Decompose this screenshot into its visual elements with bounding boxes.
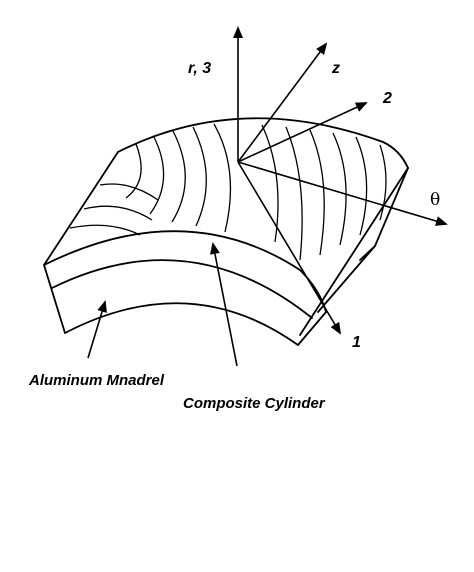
axis-label-1: 1 [352, 334, 361, 351]
cylinder-end-face-inner [317, 245, 376, 313]
axis-z [237, 42, 328, 163]
cylinder-left-back-edge [43, 151, 119, 266]
cylinder-left-front-edge [43, 264, 66, 334]
mandrel-interface [51, 259, 313, 319]
cylinder-end-face [299, 167, 409, 336]
cylinder-right-edge [359, 167, 409, 261]
axis-label-r3: r, 3 [188, 60, 212, 77]
mandrel-inner [64, 302, 299, 346]
axis-1 [237, 161, 342, 335]
cylinder-label: Composite Cylinder [183, 395, 325, 412]
axis-theta [237, 161, 448, 226]
cylinder-top-edge [117, 117, 409, 169]
axis-label-theta: θ [430, 190, 441, 210]
arrow-cylinder [210, 242, 238, 367]
axis-label-2: 2 [383, 90, 392, 107]
axis-2 [237, 102, 368, 163]
cylinder-right-front-edge [297, 311, 327, 346]
arrow-mandrel [87, 300, 107, 359]
mandrel-label: Aluminum Mnadrel [29, 372, 165, 389]
axis-label-z: z [332, 60, 340, 77]
fiber-winding-lines [69, 123, 387, 261]
composite-front-outer [43, 230, 327, 313]
